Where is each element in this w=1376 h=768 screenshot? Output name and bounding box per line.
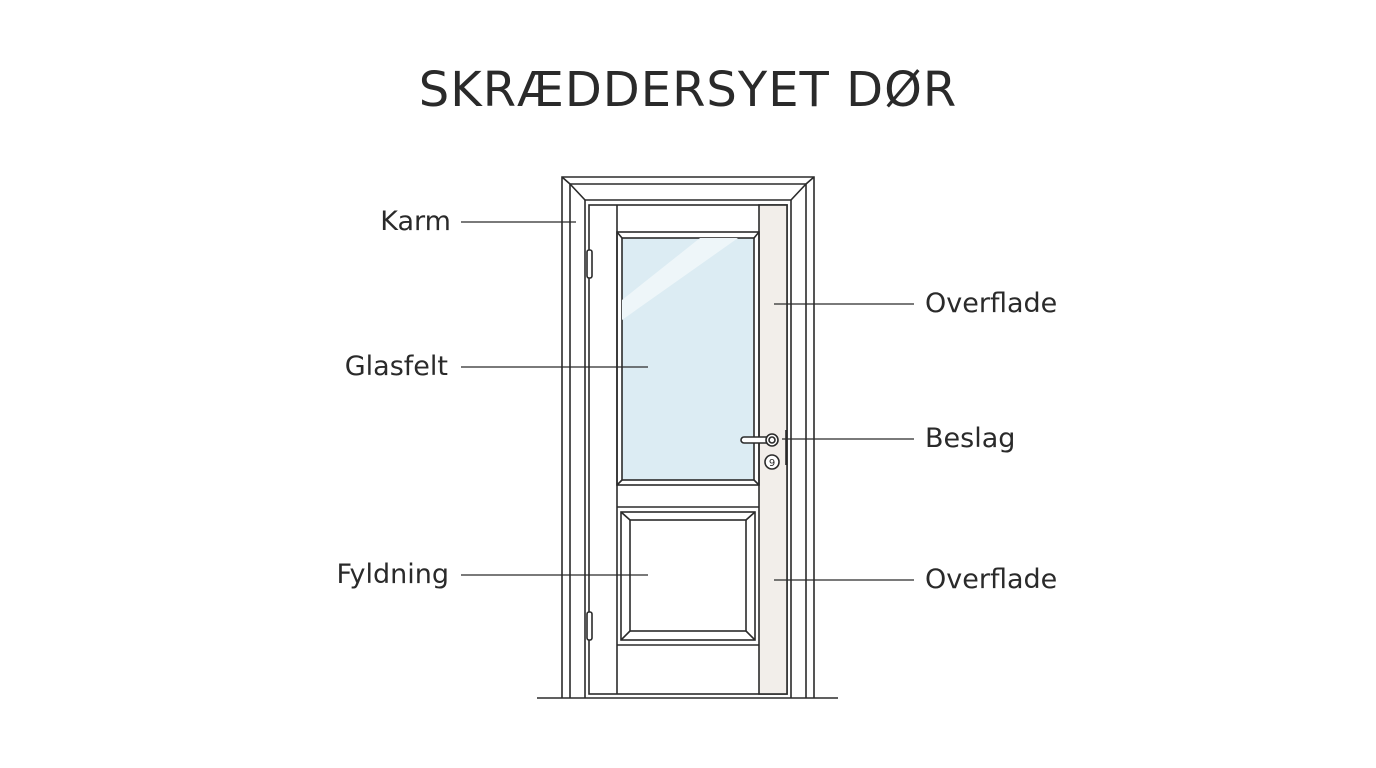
label-overflade-bottom: Overflade	[925, 564, 1058, 595]
surface-strip	[758, 204, 788, 695]
label-fyldning: Fyldning	[336, 559, 449, 590]
door-handle	[740, 430, 787, 470]
label-overflade-top: Overflade	[925, 288, 1058, 319]
diagram-title: SKRÆDDERSYET DØR	[418, 62, 958, 118]
label-karm: Karm	[380, 206, 451, 237]
label-beslag: Beslag	[925, 423, 1016, 454]
door-frame	[561, 176, 815, 698]
fill-panel	[620, 511, 756, 641]
hinge-top	[586, 249, 593, 279]
door-leaf	[588, 204, 788, 695]
label-glasfelt: Glasfelt	[344, 351, 448, 382]
keyhole-mark: 9	[769, 458, 775, 469]
hinge-bottom	[586, 611, 593, 641]
glass-panel	[616, 231, 760, 486]
